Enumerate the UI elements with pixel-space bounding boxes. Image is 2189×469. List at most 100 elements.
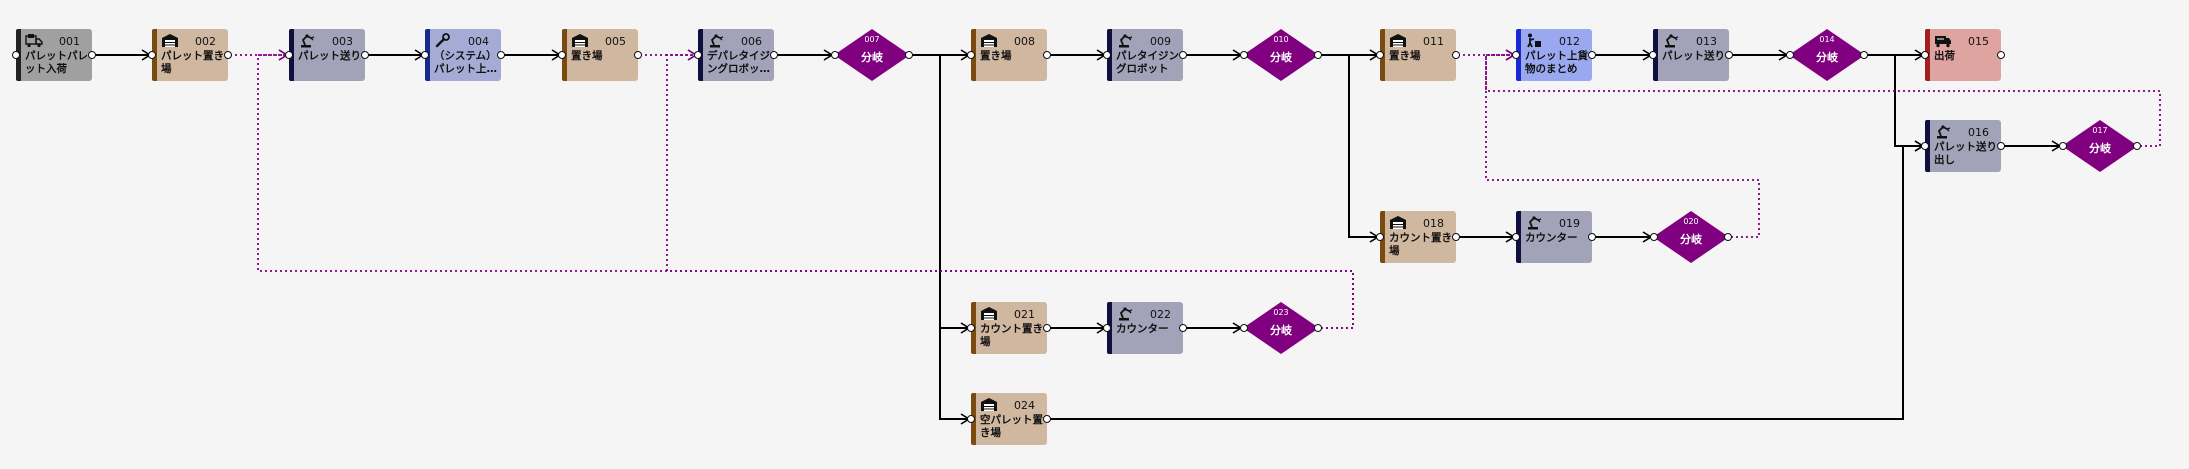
node-label: パレット送り出し <box>1934 141 1997 166</box>
output-port[interactable] <box>1725 51 1733 59</box>
process-node-004[interactable]: 004（システム）パレット上… <box>421 29 505 81</box>
input-port[interactable] <box>1376 51 1384 59</box>
input-port[interactable] <box>1786 51 1794 59</box>
input-port[interactable] <box>694 51 702 59</box>
input-port[interactable] <box>1649 51 1657 59</box>
edge-007-024[interactable] <box>912 54 969 420</box>
output-port[interactable] <box>1043 415 1051 423</box>
edge-023-006[interactable] <box>666 54 1354 329</box>
output-port[interactable] <box>497 51 505 59</box>
input-port[interactable] <box>1240 324 1248 332</box>
input-port[interactable] <box>967 415 975 423</box>
worker-icon <box>1525 33 1541 48</box>
edge-017-012[interactable] <box>1485 54 2161 147</box>
output-port[interactable] <box>1043 324 1051 332</box>
edge-010-018[interactable] <box>1321 54 1378 238</box>
diamond-shape <box>1243 302 1319 354</box>
node-number: 001 <box>59 35 80 48</box>
decision-number: 023 <box>1273 308 1289 317</box>
edge-020-012[interactable] <box>1485 54 1760 238</box>
output-port[interactable] <box>1452 233 1460 241</box>
warehouse-icon <box>161 33 178 48</box>
output-port[interactable] <box>1452 51 1460 59</box>
input-port[interactable] <box>1103 324 1111 332</box>
input-port[interactable] <box>1103 51 1111 59</box>
edge-024-016[interactable] <box>1049 145 1923 420</box>
truck-icon <box>25 33 43 48</box>
input-port[interactable] <box>2059 142 2067 150</box>
edge-023-003[interactable] <box>257 54 1354 329</box>
input-port[interactable] <box>1512 51 1520 59</box>
output-port[interactable] <box>1588 51 1596 59</box>
node-label: パレット上貨物のまとめ <box>1525 50 1588 75</box>
input-port[interactable] <box>421 51 429 59</box>
output-port[interactable] <box>1997 142 2005 150</box>
input-port[interactable] <box>148 51 156 59</box>
node-label: 置き場 <box>980 50 1012 62</box>
input-port[interactable] <box>12 51 20 59</box>
output-port[interactable] <box>770 51 778 59</box>
input-port[interactable] <box>1921 51 1929 59</box>
output-port[interactable] <box>1724 233 1732 241</box>
node-number: 003 <box>332 35 353 48</box>
output-port[interactable] <box>361 51 369 59</box>
node-number: 008 <box>1014 35 1035 48</box>
output-port[interactable] <box>1588 233 1596 241</box>
input-port[interactable] <box>1240 51 1248 59</box>
node-label: カウント置き場 <box>980 323 1043 348</box>
input-port[interactable] <box>967 51 975 59</box>
output-port[interactable] <box>1179 51 1187 59</box>
output-port[interactable] <box>1043 51 1051 59</box>
output-port[interactable] <box>1314 51 1322 59</box>
node-number: 009 <box>1150 35 1171 48</box>
input-port[interactable] <box>1921 142 1929 150</box>
node-label: カウント置き場 <box>1389 232 1452 257</box>
output-port[interactable] <box>1860 51 1868 59</box>
edge-014-016[interactable] <box>1867 54 1923 147</box>
output-port[interactable] <box>2133 142 2141 150</box>
input-port[interactable] <box>1650 233 1658 241</box>
input-port[interactable] <box>285 51 293 59</box>
input-port[interactable] <box>1512 233 1520 241</box>
output-port[interactable] <box>1997 51 2005 59</box>
node-label: パレット送り <box>1662 50 1725 62</box>
output-port[interactable] <box>1179 324 1187 332</box>
output-port[interactable] <box>88 51 96 59</box>
decision-number: 017 <box>2092 126 2108 135</box>
input-port[interactable] <box>558 51 566 59</box>
robot-arm-icon <box>1116 33 1133 48</box>
output-port[interactable] <box>634 51 642 59</box>
decision-number: 007 <box>864 35 880 44</box>
node-label: 出荷 <box>1934 50 1955 62</box>
input-port[interactable] <box>831 51 839 59</box>
output-port[interactable] <box>224 51 232 59</box>
input-port[interactable] <box>967 324 975 332</box>
input-port[interactable] <box>1376 233 1384 241</box>
output-port[interactable] <box>1314 324 1322 332</box>
output-port[interactable] <box>905 51 913 59</box>
